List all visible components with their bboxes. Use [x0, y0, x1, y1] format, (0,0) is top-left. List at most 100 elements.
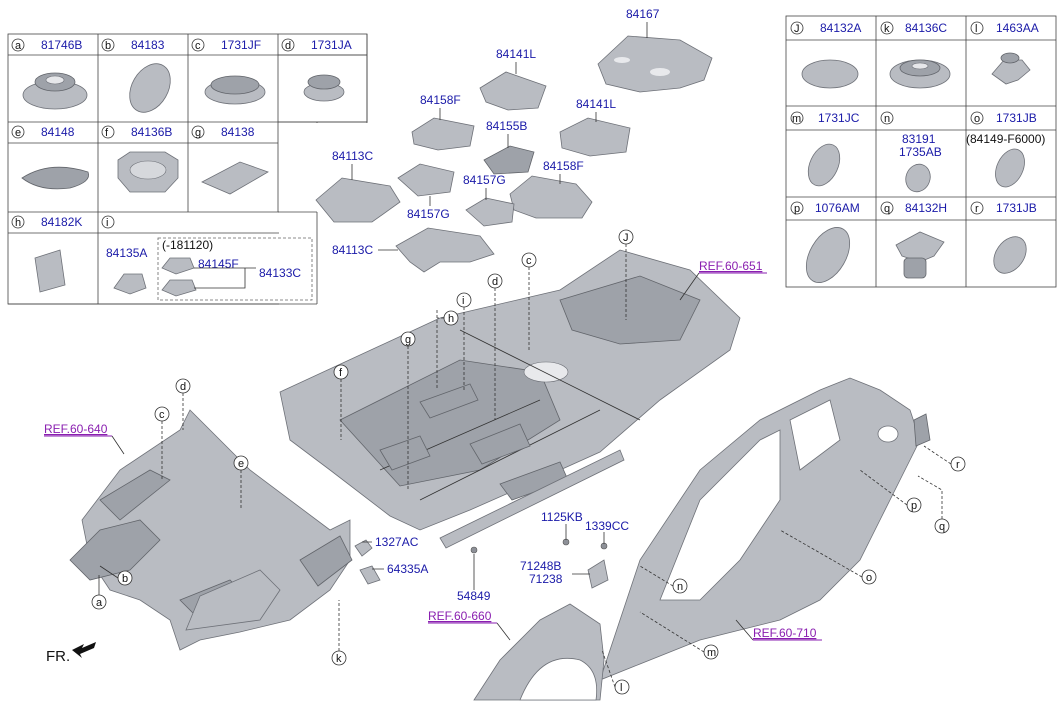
key-i: i — [106, 217, 108, 229]
pad-84113C-b — [395, 227, 495, 273]
part-1731JB-r: 1731JB — [996, 201, 1037, 215]
label-54849: 54849 — [457, 589, 491, 603]
callout-J: J — [623, 232, 629, 244]
callout-d: d — [492, 276, 498, 288]
label-71238: 71238 — [529, 572, 563, 586]
part-84148: 84148 — [41, 125, 75, 139]
label-84141L-a: 84141L — [496, 47, 536, 61]
o-note: (84149-F6000) — [966, 132, 1045, 146]
right-row3: p 1076AM q 84132H r 1731JB — [790, 201, 1037, 283]
part-1731JB: 1731JB — [996, 111, 1037, 125]
key-e: e — [15, 127, 21, 139]
callout-f: f — [339, 367, 343, 379]
key-n: n — [884, 113, 890, 125]
callout-o: o — [866, 572, 872, 584]
part-84133C: 84133C — [259, 266, 301, 280]
key-f: f — [105, 127, 109, 139]
front-direction-indicator: FR. — [46, 642, 96, 665]
callout-k: k — [336, 653, 342, 665]
key-p: p — [794, 203, 800, 215]
label-1125KB: 1125KB — [541, 510, 583, 524]
label-84167: 84167 — [626, 7, 660, 21]
label-84157G-b: 84157G — [463, 173, 506, 187]
right-row2: m 1731JC n o 1731JB 83191 1735AB (84149-… — [790, 111, 1045, 193]
floor-pan — [279, 249, 741, 549]
key-m: m — [792, 113, 801, 125]
part-84183: 84183 — [131, 38, 165, 52]
callout-c2: c — [159, 409, 165, 421]
label-1327AC: 1327AC — [375, 535, 419, 549]
part-84132A: 84132A — [820, 21, 861, 35]
part-1731JA: 1731JA — [311, 38, 352, 52]
label-84141L-b: 84141L — [576, 97, 616, 111]
pad-84155B — [483, 145, 535, 175]
part-81746B: 81746B — [41, 38, 82, 52]
part-84182K: 84182K — [41, 215, 82, 229]
label-71248B: 71248B — [520, 559, 561, 573]
key-J: J — [794, 23, 800, 35]
front-structure — [69, 409, 381, 651]
label-84113C-a: 84113C — [332, 149, 373, 163]
callout-e: e — [238, 458, 244, 470]
key-o: o — [974, 113, 980, 125]
callout-h: h — [448, 313, 454, 325]
pad-84167 — [597, 35, 713, 93]
part-84136C: 84136C — [905, 21, 947, 35]
ref-60-710: REF.60-710 — [753, 626, 817, 640]
key-g: g — [195, 127, 201, 139]
callout-r: r — [956, 459, 960, 471]
pad-84141L-b — [559, 117, 631, 157]
key-h: h — [15, 217, 21, 229]
key-c: c — [195, 40, 201, 52]
callout-c: c — [526, 255, 532, 267]
part-84145F: 84145F — [198, 257, 239, 271]
callout-i: i — [462, 295, 464, 307]
left-row2-icons — [21, 151, 269, 195]
label-84158F-b: 84158F — [543, 159, 584, 173]
pad-84113C-a — [315, 177, 401, 223]
pad-84158F-b — [509, 175, 593, 219]
label-84155B: 84155B — [486, 119, 527, 133]
key-b: b — [105, 40, 111, 52]
label-1339CC: 1339CC — [585, 519, 629, 533]
pad-84141L-a — [479, 71, 547, 111]
fender — [473, 603, 605, 701]
arrow-icon — [72, 642, 96, 658]
left-row1-icons — [22, 63, 345, 113]
pad-84157G-b — [465, 197, 515, 227]
key-d: d — [285, 40, 291, 52]
callout-n: n — [677, 581, 683, 593]
hardware — [470, 538, 609, 589]
right-row1: J 84132A k 84136C l 1463AA — [790, 21, 1039, 89]
part-84135A: 84135A — [106, 246, 147, 260]
side-panel — [599, 377, 931, 681]
left-row3-icons: 84135A (-181120) 84145F 84133C — [34, 237, 313, 301]
label-84157G-a: 84157G — [407, 207, 450, 221]
pad-84157G-a — [397, 163, 455, 197]
part-1735AB: 1735AB — [899, 145, 942, 159]
ref-60-651: REF.60-651 — [699, 259, 763, 273]
part-84132H: 84132H — [905, 201, 947, 215]
callouts: J c d i h g f d c e b a — [91, 229, 966, 695]
part-1731JC: 1731JC — [818, 111, 860, 125]
label-84113C-b: 84113C — [332, 243, 373, 257]
key-q: q — [884, 203, 890, 215]
part-1076AM: 1076AM — [815, 201, 860, 215]
left-row2-headers: e 84148 f 84136B g 84138 — [11, 125, 255, 139]
part-83191: 83191 — [902, 132, 936, 146]
key-r: r — [975, 203, 979, 215]
callout-q: q — [939, 521, 945, 533]
pad-84158F-a — [411, 117, 475, 151]
callout-m: m — [707, 647, 716, 659]
key-k: k — [884, 23, 890, 35]
label-84158F-a: 84158F — [420, 93, 461, 107]
left-row3-headers: h 84182K i — [11, 215, 115, 229]
date-note: (-181120) — [162, 238, 213, 252]
callout-g: g — [405, 334, 411, 346]
part-1731JF: 1731JF — [221, 38, 261, 52]
part-84138: 84138 — [221, 125, 255, 139]
part-1463AA: 1463AA — [996, 21, 1039, 35]
key-a: a — [15, 40, 22, 52]
right-parts-table — [785, 15, 1057, 288]
